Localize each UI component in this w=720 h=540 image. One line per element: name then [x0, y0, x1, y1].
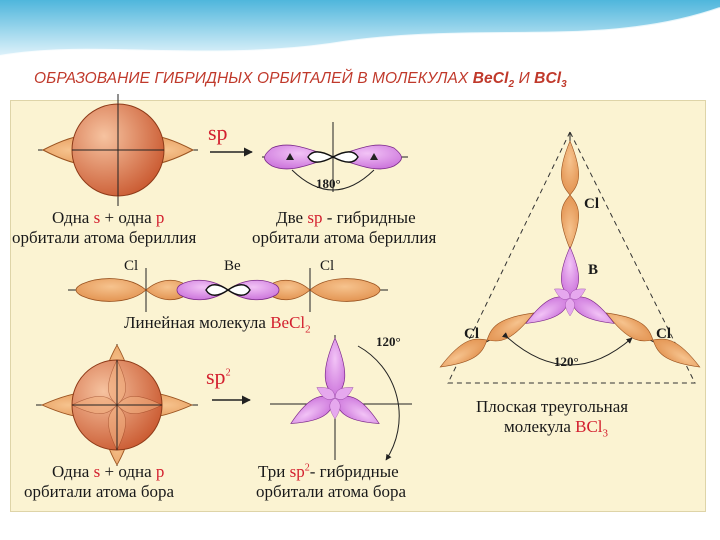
s-p-b-caption-line1: Одна s + одна p	[52, 462, 165, 481]
sp-hybrid-caption-line1: Две sp - гибридные	[276, 208, 416, 227]
bcl3-cl-left-label: Cl	[464, 326, 479, 342]
becl2-molecule	[68, 268, 388, 312]
bcl3-cl-top-label: Cl	[584, 196, 599, 212]
becl2-cl-right-label: Cl	[320, 258, 335, 274]
bcl3-angle-label: 120°	[554, 354, 579, 369]
s-p-boron-orbitals	[36, 344, 198, 466]
becl2-cl-left-label: Cl	[124, 258, 139, 274]
sp-hybrid-caption-line2: орбитали атома бериллия	[252, 228, 437, 247]
page-title: ОБРАЗОВАНИЕ ГИБРИДНЫХ ОРБИТАЛЕЙ В МОЛЕКУ…	[34, 70, 567, 91]
becl2-caption: Линейная молекула BeCl2	[124, 313, 311, 336]
sp-hybrid-orbitals	[262, 122, 408, 192]
sp-angle-label: 180°	[316, 176, 341, 191]
s-p-b-caption-line2: орбитали атома бора	[24, 482, 175, 501]
bcl3-molecule	[435, 130, 705, 384]
header-wave-decoration	[0, 0, 720, 57]
bcl3-cl-right-label: Cl	[656, 326, 671, 342]
bcl3-caption-line2: молекула BCl3	[504, 417, 609, 440]
becl2-be-label: Be	[224, 258, 241, 274]
sp2-hybrid-caption-line2: орбитали атома бора	[256, 482, 407, 501]
bcl3-b-label: B	[588, 262, 599, 278]
sp2-angle-label: 120°	[376, 334, 401, 349]
sp-label: sp	[208, 120, 228, 145]
s-p-be-caption-line1: Одна s + одна p	[52, 208, 165, 227]
sp2-hybrid-caption-line1: Три sp2- гибридные	[258, 462, 399, 481]
sp2-hybrid-orbitals	[270, 335, 412, 461]
s-p-be-caption-line2: орбитали атома бериллия	[12, 228, 197, 247]
bcl3-caption-line1: Плоская треугольная	[476, 397, 629, 416]
sp2-label: sp2	[206, 364, 231, 389]
s-p-beryllium-orbitals	[38, 94, 198, 206]
